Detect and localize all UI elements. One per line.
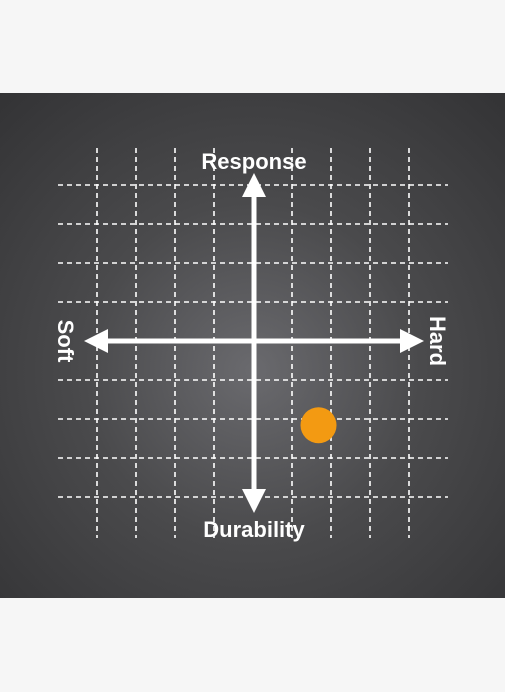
arrow-up-icon (242, 173, 266, 197)
position-marker (300, 407, 337, 444)
label-soft: Soft (53, 320, 78, 363)
positioning-diagram: Response Durability Soft Hard (53, 148, 450, 542)
diagram-panel: Response Durability Soft Hard (0, 93, 505, 598)
arrow-left-icon (84, 329, 108, 353)
arrow-right-icon (400, 329, 424, 353)
label-hard: Hard (425, 316, 450, 366)
label-durability: Durability (203, 517, 305, 542)
label-response: Response (201, 149, 306, 174)
dashed-grid (58, 148, 448, 538)
arrow-down-icon (242, 489, 266, 513)
